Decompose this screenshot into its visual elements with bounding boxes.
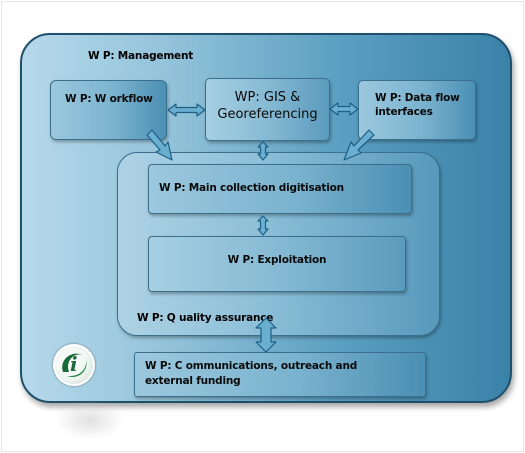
project-logo: i <box>53 344 95 386</box>
wp-gis-box: WP: GIS & Georeferencing <box>205 78 330 141</box>
wp-digitisation-box: W P: Main collection digitisation <box>148 164 412 214</box>
wp-quality-assurance-label: W P: Q uality assurance <box>137 312 274 324</box>
wp-workflow-label: W P: W orkflow <box>65 93 153 105</box>
logo-letter: i <box>70 352 78 376</box>
wp-gis-label-line1: WP: GIS & <box>234 90 301 105</box>
wp-exploitation-label: W P: Exploitation <box>227 254 327 266</box>
wp-digitisation-label: W P: Main collection digitisation <box>159 182 344 194</box>
wp-communications-label-line1: W P: C ommunications, outreach and <box>145 360 358 372</box>
arrow-workflow-gis <box>167 103 206 117</box>
logo-swoosh-icon <box>62 353 87 378</box>
decorative-shadow <box>55 400 125 440</box>
arrow-gis-dataflow <box>329 102 359 116</box>
arrow-digitisation-exploitation <box>257 215 269 236</box>
wp-gis-label: WP: GIS & Georeferencing <box>206 89 329 123</box>
arrow-dataflow-digitisation <box>343 129 375 161</box>
wp-management-label: W P: Management <box>88 50 194 62</box>
wp-dataflow-label-line1: W P: Data flow <box>375 92 460 104</box>
wp-communications-label: W P: C ommunications, outreach and exter… <box>145 359 357 389</box>
wp-dataflow-label-line2: interfaces <box>375 106 433 118</box>
wp-communications-box: W P: C ommunications, outreach and exter… <box>134 352 426 397</box>
arrow-gis-digitisation <box>257 141 269 161</box>
arrow-workflow-digitisation <box>146 129 173 161</box>
arrow-quality-communications <box>255 317 277 353</box>
wp-gis-label-line2: Georeferencing <box>217 107 318 122</box>
wp-workflow-box: W P: W orkflow <box>50 80 167 140</box>
wp-exploitation-box: W P: Exploitation <box>148 236 406 292</box>
wp-dataflow-box: W P: Data flow interfaces <box>358 80 476 140</box>
wp-communications-label-line2: external funding <box>145 375 241 387</box>
wp-dataflow-label: W P: Data flow interfaces <box>375 91 460 119</box>
